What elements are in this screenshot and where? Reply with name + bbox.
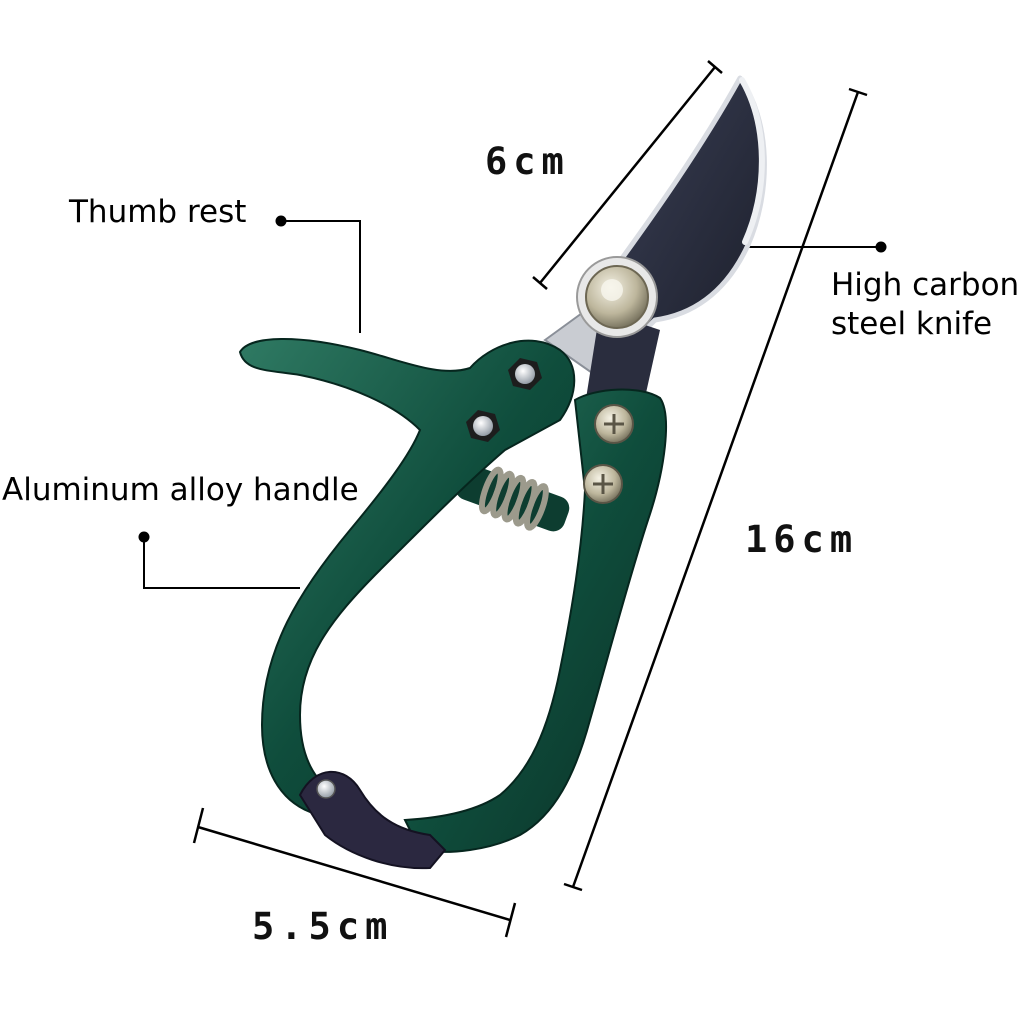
left-handle bbox=[238, 338, 576, 814]
handle-width-dimension-line bbox=[192, 807, 517, 938]
spring bbox=[455, 464, 570, 532]
screw bbox=[594, 404, 634, 444]
thumb-rest-label: Thumb rest bbox=[69, 194, 247, 230]
handle-label: Aluminum alloy handle bbox=[2, 472, 359, 508]
screw bbox=[583, 464, 623, 504]
blade-length-label: 6cm bbox=[485, 140, 570, 183]
knife-label-line1: High carbon bbox=[831, 267, 1020, 303]
thumb-rest-callout-line bbox=[275, 215, 361, 333]
knife-callout-line bbox=[738, 241, 887, 253]
total-length-dimension-line bbox=[563, 87, 868, 892]
right-handle bbox=[403, 388, 667, 853]
pruning-shears bbox=[238, 75, 767, 870]
hex-nut bbox=[466, 410, 500, 442]
hex-nut bbox=[508, 358, 542, 390]
pivot-bolt bbox=[576, 256, 658, 338]
handle-callout-line bbox=[138, 531, 300, 589]
latch bbox=[298, 770, 447, 870]
knife-label-line2: steel knife bbox=[831, 306, 993, 342]
handle-width-label: 5.5cm bbox=[252, 905, 394, 948]
total-length-label: 16cm bbox=[745, 518, 859, 561]
blade-length-dimension-line bbox=[532, 60, 723, 290]
